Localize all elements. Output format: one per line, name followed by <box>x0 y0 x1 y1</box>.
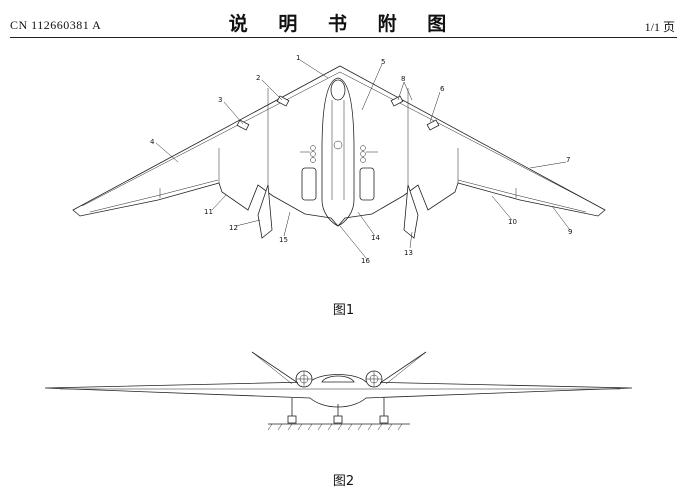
label-12: 12 <box>229 224 238 232</box>
figure-1-caption: 图1 <box>332 303 355 318</box>
label-15: 15 <box>279 236 288 244</box>
tail-left <box>251 351 299 384</box>
front-wing <box>44 374 633 408</box>
label-14: 14 <box>371 234 380 242</box>
label-3: 3 <box>218 96 222 104</box>
label-5: 5 <box>381 58 385 66</box>
figure-2-drawing <box>44 351 633 431</box>
label-10: 10 <box>508 218 517 226</box>
figure-2-caption: 图2 <box>332 474 355 489</box>
figure-1-drawing: 1 2 3 4 5 6 7 8 9 10 11 12 13 14 15 16 <box>72 54 606 265</box>
page-title: 说 明 书 附 图 <box>228 13 459 35</box>
label-7: 7 <box>566 156 570 164</box>
engine-pod-right <box>359 167 375 201</box>
label-16: 16 <box>361 257 370 265</box>
label-6: 6 <box>440 85 445 93</box>
label-1: 1 <box>296 54 300 62</box>
label-8: 8 <box>401 75 405 83</box>
label-2: 2 <box>256 74 260 82</box>
tail-right <box>379 351 427 384</box>
header-rule <box>10 37 677 38</box>
label-13: 13 <box>404 249 413 257</box>
label-9: 9 <box>568 228 572 236</box>
label-11: 11 <box>204 208 213 216</box>
tail-fin-right <box>403 184 419 239</box>
engine-pod-left <box>301 167 317 201</box>
page-number: 1/1 页 <box>644 20 675 34</box>
doc-number: CN 112660381 A <box>10 18 102 32</box>
fuselage <box>321 77 355 227</box>
tail-fin-left <box>257 184 273 239</box>
label-4: 4 <box>150 138 155 146</box>
